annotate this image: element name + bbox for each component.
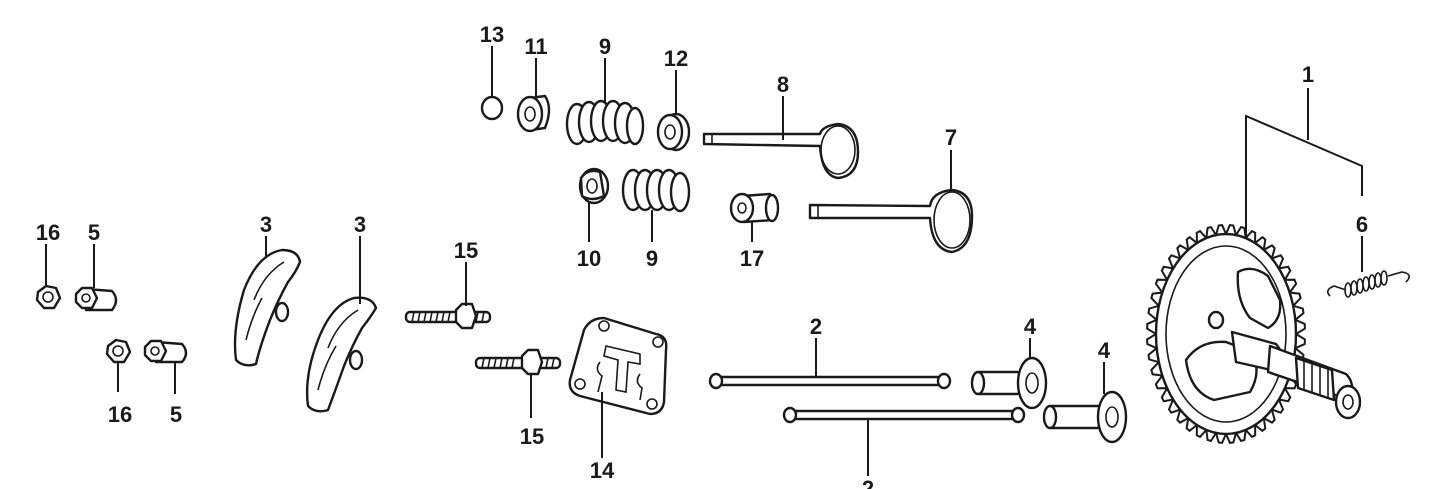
gear-tooth [1185,235,1198,251]
callout-5-upper: 5 [88,220,100,245]
part-nut-16-lower [105,338,132,364]
callout-9-upper: 9 [599,34,611,59]
gear-tooth [1195,424,1208,439]
gear-tooth [1271,254,1285,269]
gear-tooth [1225,224,1237,236]
gear-tooth [1244,424,1257,439]
gear-tooth [1244,229,1257,244]
callout-2-lower: 2 [862,476,874,489]
part-valve-seal-17 [729,192,780,224]
part-washer-12 [656,112,691,152]
callout-11: 11 [524,34,547,59]
leader-lines [45,46,1363,476]
callout-8: 8 [777,72,789,97]
callout-12: 12 [664,46,688,71]
callout-4-left: 4 [1024,314,1037,339]
callout-16-upper: 16 [36,220,60,245]
gear-tooth [1195,229,1208,244]
gear-tooth [1263,409,1276,424]
gear-tooth [1167,254,1181,269]
callout-6: 6 [1356,212,1368,237]
gear-tooth [1215,224,1227,236]
part-nut-16-upper [35,284,62,310]
callout-15-upper: 15 [454,238,478,263]
gear-tooth [1215,432,1227,444]
part-stud-15-lower [474,348,562,376]
part-rocker-arm-right [305,296,378,413]
gear-tooth [1146,318,1158,335]
gear-tooth [1294,333,1306,350]
part-camshaft-gear-1 [1146,224,1362,444]
part-valve-spring-upper [565,99,645,146]
callout-1: 1 [1302,62,1314,87]
part-rocker-arm-left [233,248,302,367]
gear-tooth [1146,333,1158,350]
gear-tooth [1167,399,1181,414]
gear-tooth [1284,278,1298,294]
gear-tooth [1160,265,1174,281]
callout-13: 13 [480,22,504,47]
part-guide-plate-14 [568,316,668,416]
gear-tooth [1176,409,1189,424]
gear-tooth [1263,244,1276,259]
callout-3-left: 3 [260,212,272,237]
callout-15-lower: 15 [520,424,544,449]
callout-4-right: 4 [1098,338,1111,363]
gear-tooth [1278,265,1292,281]
part-valve-cap [480,95,504,121]
part-spring-retainer-11 [516,94,551,133]
part-lifter-4-lower [1042,390,1128,444]
callout-9-lower: 9 [646,246,658,271]
callout-10: 10 [577,246,601,271]
callout-14: 14 [590,458,615,483]
callout-2-upper: 2 [810,314,822,339]
part-lifter-4-upper [970,356,1048,410]
gear-tooth [1254,235,1267,251]
gear-tooth [1176,244,1189,259]
gear-tooth [1254,417,1267,433]
callout-labels: 1 2 2 3 3 4 4 5 5 6 7 8 9 9 10 11 12 13 … [36,22,1368,489]
callout-17: 17 [740,246,764,271]
part-valve-8 [702,122,860,180]
part-valve-spring-lower [621,168,691,213]
callout-7: 7 [945,125,957,150]
callout-16-lower: 16 [108,402,132,427]
part-push-rod-upper [708,372,952,390]
part-stud-15-upper [404,302,492,330]
gear-tooth [1294,318,1306,335]
callout-3-right: 3 [354,212,366,237]
gear-tooth [1271,399,1285,414]
gear-tooth [1185,417,1198,433]
part-pivot-5-upper [74,286,118,312]
part-spring-6 [1326,270,1410,298]
part-pivot-5-lower [143,339,188,364]
gear-tooth [1278,387,1292,403]
part-valve-7 [808,188,974,254]
part-push-rod-lower [782,406,1026,424]
gear-tooth [1154,374,1168,390]
gear-tooth [1160,387,1174,403]
callout-5-lower: 5 [170,402,182,427]
part-spring-retainer-10 [578,167,610,205]
gear-tooth [1154,278,1168,294]
gear-tooth [1225,432,1237,444]
